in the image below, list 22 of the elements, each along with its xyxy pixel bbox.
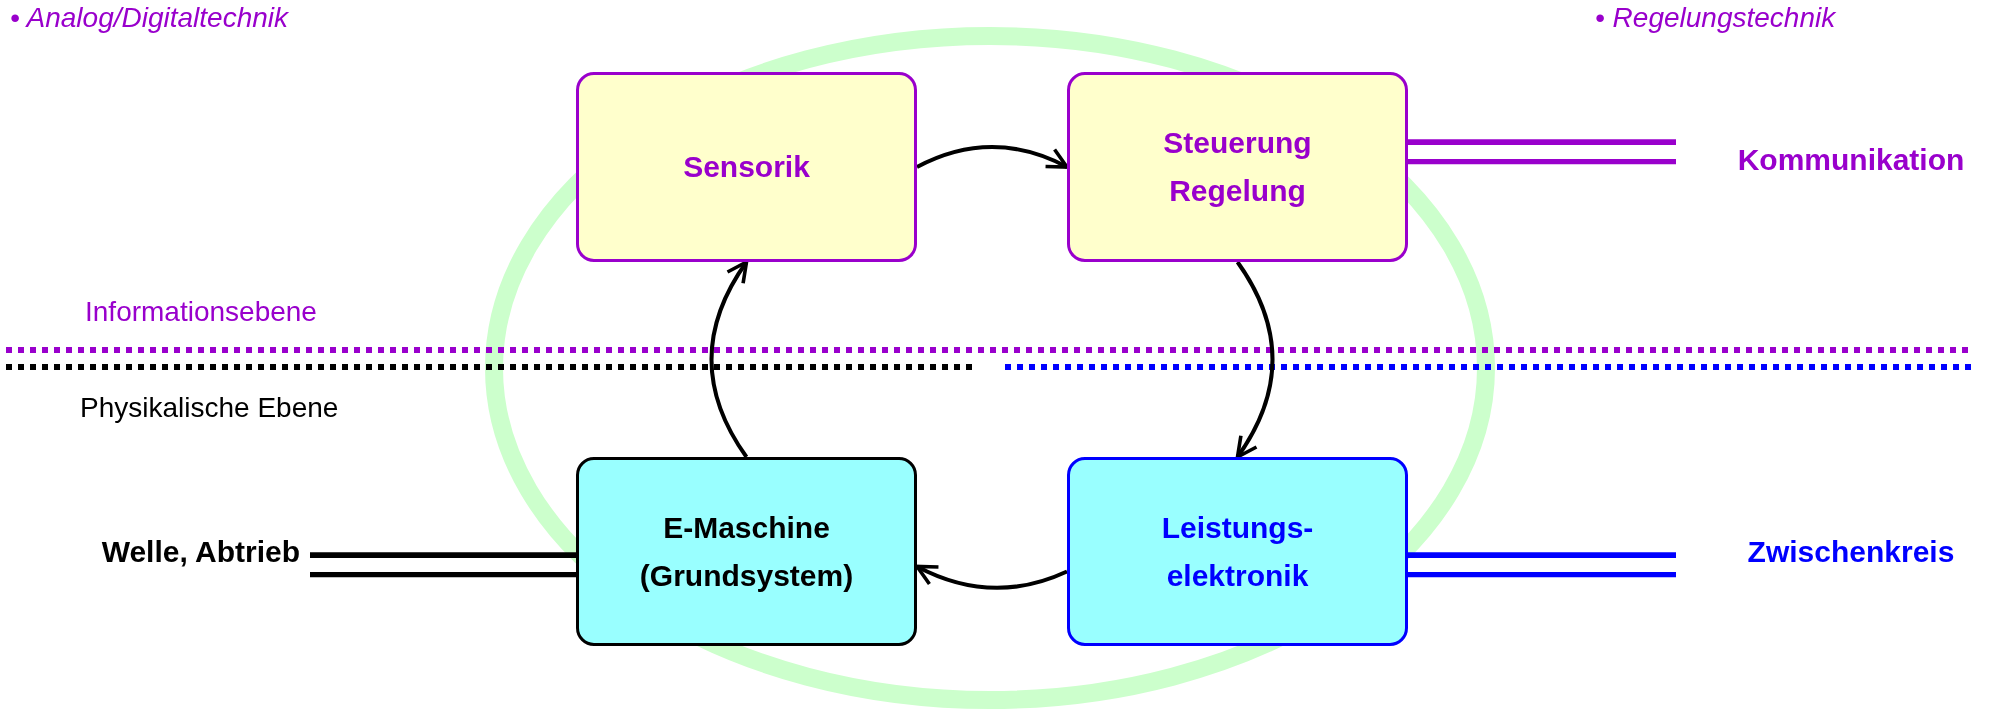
arrow [709, 260, 749, 459]
process-box [576, 457, 917, 646]
double-line [1408, 139, 1676, 165]
process-box [1067, 457, 1408, 646]
level-label: Physikalische Ebene [80, 392, 339, 424]
interface-label: Welle, Abtrieb [101, 534, 300, 570]
topic-item: • Analog/Digitaltechnik [10, 2, 289, 34]
interface-label: Zwischenkreis [1747, 534, 1955, 570]
box-label: E-Maschine (Grundsystem) [638, 509, 855, 594]
double-line [310, 552, 576, 578]
arrow [916, 145, 1069, 169]
arrow [915, 564, 1068, 590]
box-label: Sensorik [683, 149, 810, 185]
process-box [1067, 72, 1408, 262]
topic-item: • Regelungstechnik [1595, 2, 1836, 34]
process-box [576, 72, 917, 262]
level-label: Informationsebene [85, 296, 317, 328]
double-line [1408, 552, 1676, 578]
box-label: Leistungs- elektronik [1160, 509, 1315, 594]
box-label: Steuerung Regelung [1162, 125, 1313, 209]
interface-label: Kommunikation [1737, 142, 1965, 178]
arrow [1235, 260, 1275, 459]
